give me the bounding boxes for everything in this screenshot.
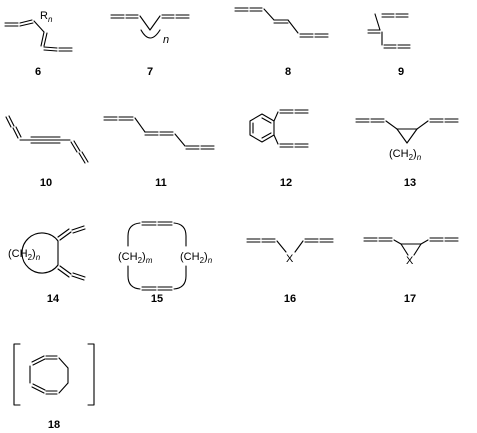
- compound-number-9: 9: [398, 66, 404, 78]
- compound-number-14: 14: [47, 293, 60, 305]
- compound-number-12: 12: [280, 177, 292, 189]
- compound-number-11: 11: [155, 177, 167, 189]
- structure-17: X: [363, 237, 459, 267]
- ring-size-n-label: n: [163, 34, 169, 46]
- compound-number-18: 18: [48, 419, 60, 431]
- structure-18: [13, 343, 95, 406]
- structure-11: [103, 116, 215, 150]
- chain-ch2-n-label: (CH2)n: [8, 248, 41, 262]
- compound-number-7: 7: [147, 66, 153, 78]
- chain-left-ch2-m-label: (CH2)m: [118, 251, 153, 265]
- bridge-x-label: X: [406, 255, 414, 267]
- structure-8: [234, 7, 329, 38]
- structure-14: (CH2)n: [8, 225, 86, 281]
- compound-number-10: 10: [40, 177, 52, 189]
- structure-9: [367, 13, 411, 49]
- compound-number-17: 17: [404, 293, 416, 305]
- structure-16: X: [246, 238, 334, 265]
- compound-number-13: 13: [404, 177, 416, 189]
- bridge-x-label: X: [286, 253, 294, 265]
- compound-number-8: 8: [285, 66, 291, 78]
- structure-6: Rn: [4, 10, 73, 52]
- structure-12: [249, 109, 309, 148]
- chain-right-ch2-n-label: (CH2)n: [180, 251, 213, 265]
- compound-number-15: 15: [151, 293, 163, 305]
- structure-15: (CH2)m (CH2)n: [118, 221, 213, 291]
- substituent-r-label: Rn: [40, 10, 53, 24]
- structure-10: [5, 115, 89, 164]
- structure-7: n: [110, 14, 190, 46]
- chain-ch2-n-label: (CH2)n: [389, 148, 422, 162]
- structure-13: (CH2)n: [355, 118, 459, 162]
- compound-number-6: 6: [35, 66, 41, 78]
- compound-number-16: 16: [284, 293, 296, 305]
